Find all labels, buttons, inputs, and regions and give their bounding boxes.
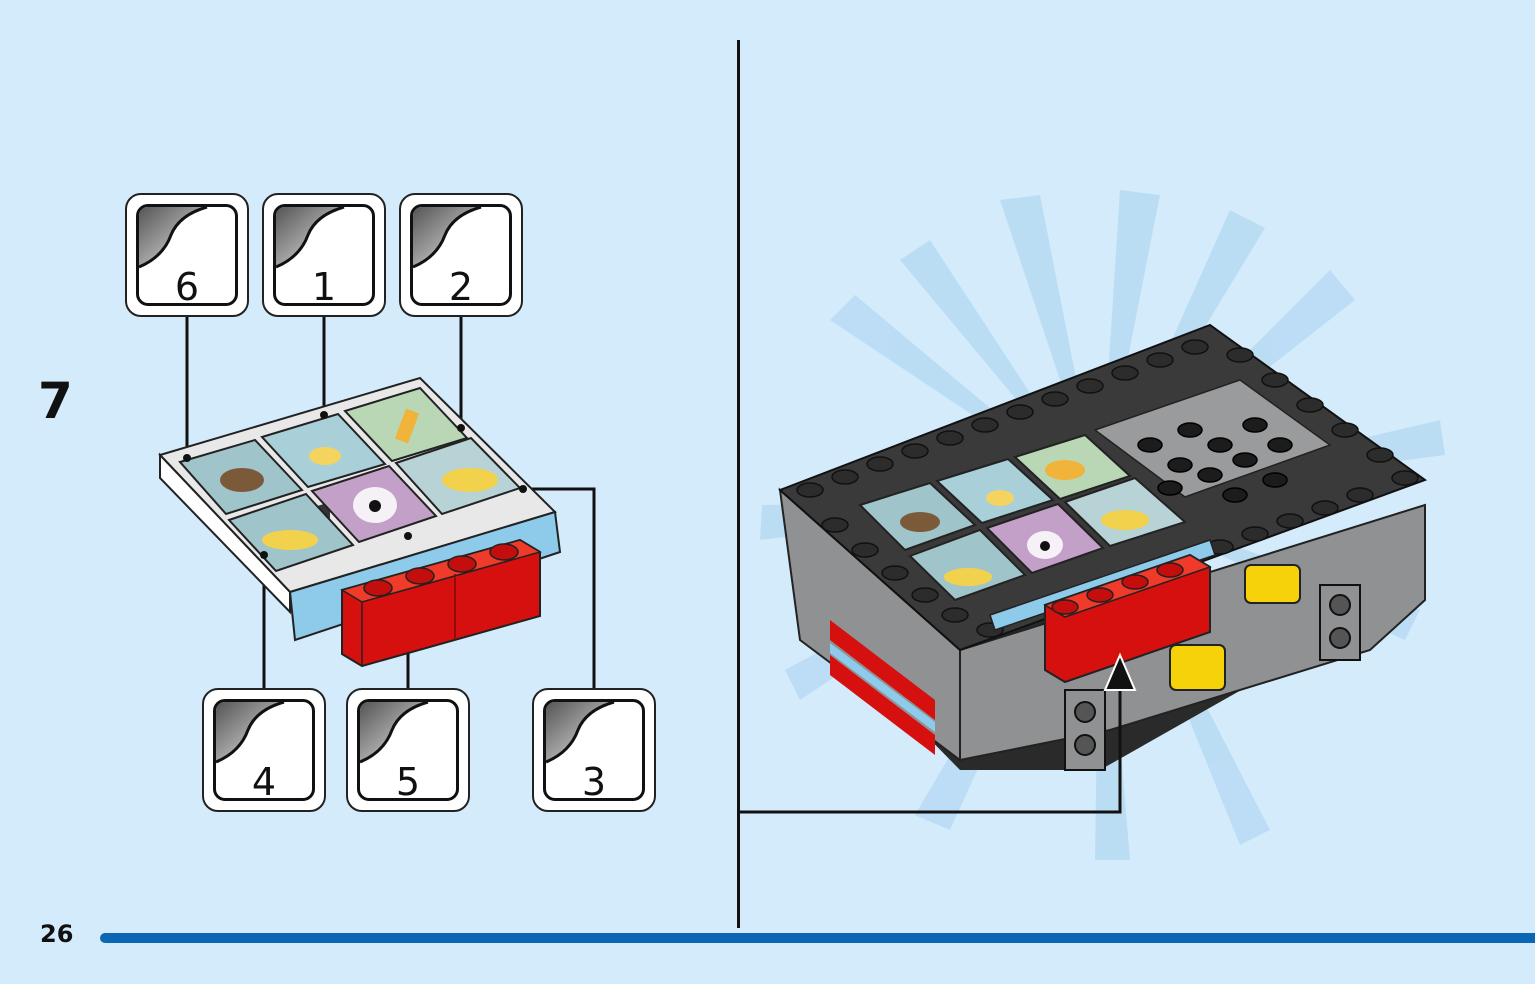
sticker-callout-4: 4 xyxy=(202,688,326,812)
page-number: 26 xyxy=(40,920,74,948)
sticker-callout-2: 2 xyxy=(399,193,523,317)
sticker-sheet-icon xyxy=(546,702,615,764)
sticker-label: 1 xyxy=(311,265,337,309)
sticker-label: 6 xyxy=(174,265,200,309)
sticker-label: 2 xyxy=(448,265,474,309)
sticker-sheet-icon xyxy=(360,702,429,764)
page-footer-bar xyxy=(100,933,1535,943)
sticker-label: 5 xyxy=(395,760,421,804)
sticker-sheet-icon xyxy=(276,207,345,269)
sticker-sheet-icon xyxy=(139,207,208,269)
step-number: 7 xyxy=(38,372,73,430)
sticker-callout-5: 5 xyxy=(346,688,470,812)
subassembly-illustration xyxy=(158,316,596,690)
sticker-callout-3: 3 xyxy=(532,688,656,812)
sticker-sheet-icon xyxy=(413,207,482,269)
sticker-label: 3 xyxy=(581,760,607,804)
sticker-callout-1: 1 xyxy=(262,193,386,317)
panel-divider xyxy=(737,40,740,928)
sticker-sheet-icon xyxy=(216,702,285,764)
sticker-label: 4 xyxy=(251,760,277,804)
assembly-arrow-icon xyxy=(739,652,1137,814)
sticker-callout-6: 6 xyxy=(125,193,249,317)
